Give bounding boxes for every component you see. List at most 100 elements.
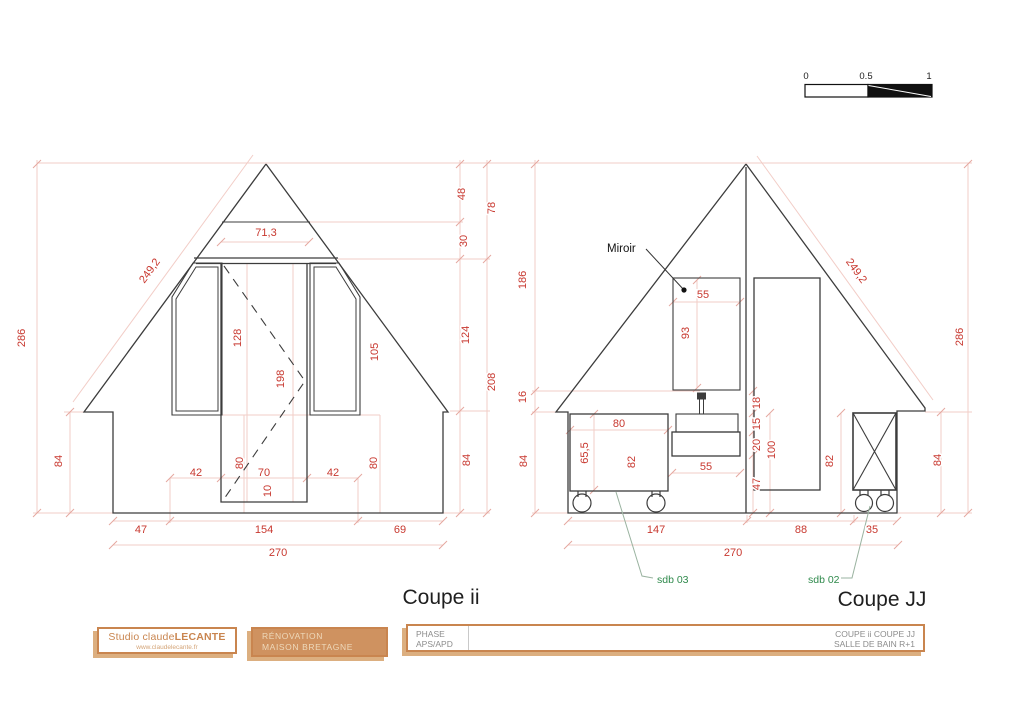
right-window-frame <box>309 262 361 416</box>
faucet-head <box>697 392 706 400</box>
phase-label: PHASE <box>416 629 445 639</box>
dimension-tick <box>742 516 752 526</box>
caster-wheel <box>572 493 592 513</box>
tall-cupboard <box>753 277 821 491</box>
studio-name-bold: LECANTE <box>174 630 226 643</box>
dimension-label: 286 <box>16 329 28 347</box>
dimension-tick <box>32 159 42 169</box>
dimension-label: 80 <box>368 457 380 469</box>
title-block-spacer <box>469 626 834 650</box>
mirror-leader <box>645 248 685 291</box>
phase-cell: PHASE APS/APD <box>408 626 469 650</box>
dimension-label: 124 <box>460 326 472 344</box>
dimension-tick <box>748 408 758 418</box>
project-line2: MAISON BRETAGNE <box>262 642 354 652</box>
dimension-tick <box>65 508 75 518</box>
dimension-tick <box>353 473 363 483</box>
dimension-tick <box>455 254 465 264</box>
sheet-cell: COUPE ii COUPE JJ SALLE DE BAIN R+1 <box>834 626 923 650</box>
dimension-label: 105 <box>369 343 381 361</box>
dimension-label: 147 <box>647 524 665 536</box>
dimension-label: 100 <box>766 441 778 459</box>
dimension-tick <box>936 508 946 518</box>
dimension-label: 249,2 <box>137 256 163 285</box>
dimension-tick <box>304 237 314 247</box>
sheet-line2: SALLE DE BAIN R+1 <box>833 639 915 649</box>
scale-bar-white-half <box>804 83 869 98</box>
dimension-label: 154 <box>255 524 273 536</box>
dimension-tick <box>530 406 540 416</box>
left-window-frame <box>171 262 223 416</box>
dimension-label: 80 <box>234 457 246 469</box>
scale-bar-diagonal <box>868 85 932 97</box>
dimension-label: 55 <box>700 461 712 473</box>
dimension-tick <box>963 508 973 518</box>
dimension-tick <box>692 383 702 393</box>
dimension-tick <box>735 468 745 478</box>
dimension-label: 10 <box>262 485 274 497</box>
mirror <box>672 277 741 391</box>
dimension-label: 47 <box>135 524 147 536</box>
dimension-label: 70 <box>258 467 270 479</box>
scale-label-0: 0 <box>803 71 808 82</box>
project-line1: RÉNOVATION <box>262 631 323 641</box>
dimension-tick <box>963 159 973 169</box>
dimension-tick <box>667 468 677 478</box>
coupe-jj-drawing <box>554 163 926 514</box>
dimension-tick <box>563 540 573 550</box>
studio-name-regular: Studio claude <box>108 630 175 643</box>
dimension-label: 42 <box>190 467 202 479</box>
dimension-tick <box>692 275 702 285</box>
studio-title-block: Studio claudeLECANTE www.claudelecante.f… <box>97 627 237 654</box>
dimension-label: 186 <box>517 271 529 289</box>
dimension-tick <box>530 508 540 518</box>
dimension-tick <box>455 217 465 227</box>
dimension-label: 286 <box>954 328 966 346</box>
room-tag-sdb03: sdb 03 <box>657 574 689 586</box>
dimension-tick <box>65 407 75 417</box>
sdb03-leader <box>615 491 654 579</box>
dimension-tick <box>748 386 758 396</box>
dimension-label: 88 <box>795 524 807 536</box>
washbasin-bowl <box>671 431 741 457</box>
dimension-label: 82 <box>626 456 638 468</box>
leader-lines <box>615 248 871 579</box>
dimension-label: 42 <box>327 467 339 479</box>
dimension-tick <box>438 516 448 526</box>
dimension-label: 93 <box>680 327 692 339</box>
sheet-title-block: PHASE APS/APD COUPE ii COUPE JJ SALLE DE… <box>406 624 925 652</box>
sheet-line1: COUPE ii COUPE JJ <box>835 629 915 639</box>
dimension-label: 20 <box>751 439 763 451</box>
dimension-tick <box>482 508 492 518</box>
dimension-label: 270 <box>724 547 742 559</box>
scale-bar: 0 0.5 1 <box>803 71 933 98</box>
dimension-label: 55 <box>697 289 709 301</box>
dimension-label: 84 <box>932 454 944 466</box>
dimension-tick <box>892 516 902 526</box>
mirror-leader-dot <box>681 287 687 293</box>
dimension-tick <box>353 516 363 526</box>
dimension-label: 270 <box>269 547 287 559</box>
dimension-label: 48 <box>456 188 468 200</box>
dimension-label: 69 <box>394 524 406 536</box>
dimension-tick <box>563 516 573 526</box>
dimension-tick <box>482 159 492 169</box>
section-outline <box>554 163 926 514</box>
studio-website: www.claudelecante.fr <box>136 643 198 651</box>
dimension-label: 198 <box>275 370 287 388</box>
scale-label-1: 1 <box>926 71 931 82</box>
storage-box-crossed <box>852 412 897 491</box>
casters <box>572 490 895 513</box>
dimension-tick <box>836 408 846 418</box>
dimension-label: 84 <box>461 454 473 466</box>
washbasin-counter <box>675 413 739 433</box>
dimension-label: 82 <box>824 455 836 467</box>
sdb02-leader <box>841 505 871 579</box>
dimension-label: 47 <box>751 478 763 490</box>
dimension-tick <box>530 159 540 169</box>
caster-wheel <box>854 493 874 513</box>
dimension-tick <box>216 237 226 247</box>
